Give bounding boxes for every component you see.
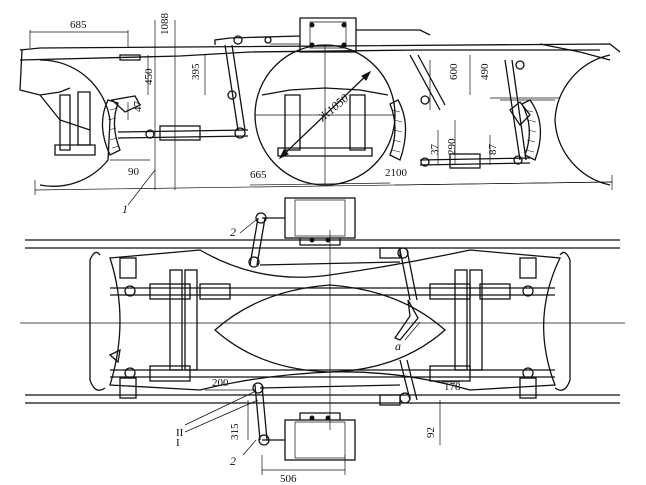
- dim-2100: 2100: [385, 167, 408, 179]
- dim-665: 665: [250, 169, 267, 181]
- dim-600: 600: [448, 63, 460, 80]
- lever-2-top: [248, 212, 267, 268]
- dim-685: 685: [70, 19, 87, 31]
- brake-rod-top-view: [117, 125, 531, 169]
- plan-view: 2 200 178 a II I 315 2 92 506: [20, 197, 625, 485]
- dim-1050: Ж1050: [315, 91, 352, 125]
- wheel-right-partial: [554, 54, 611, 186]
- dim-47: 47: [132, 101, 144, 113]
- brake-shoe-left: [101, 95, 141, 156]
- dim-178: 178: [444, 381, 461, 393]
- callout-a: a: [395, 339, 401, 353]
- dimension-lines-plan: [184, 219, 460, 475]
- dim-290: 290: [446, 138, 458, 155]
- dim-315: 315: [229, 423, 241, 440]
- dim-395: 395: [190, 63, 202, 80]
- wheels: [39, 44, 611, 187]
- levers-plan-right: [394, 247, 419, 404]
- dim-490: 490: [479, 63, 491, 80]
- dim-92: 92: [425, 427, 437, 438]
- lever-2-bottom: [252, 382, 270, 446]
- brake-cylinder-top: [262, 197, 356, 246]
- dim-87: 87: [487, 144, 499, 156]
- brake-cylinder-bottom: [262, 412, 356, 461]
- brake-rods-plan: [110, 261, 555, 389]
- side-elevation-view: 685 1088 450 395 47 90 Ж1050 665 2100 60…: [19, 13, 621, 216]
- dimension-lines-top: [110, 55, 613, 186]
- dim-1088: 1088: [159, 13, 171, 36]
- bolster-center: [214, 284, 446, 373]
- bolster-outline: [109, 249, 561, 391]
- dim-37: 37: [429, 144, 441, 156]
- callout-II: II: [176, 427, 184, 439]
- side-frames-plan: [20, 230, 625, 430]
- dim-90: 90: [128, 166, 140, 178]
- dim-450: 450: [143, 68, 155, 85]
- callout-2-bottom: 2: [230, 454, 236, 468]
- callout-1: 1: [122, 202, 128, 216]
- callout-2-top: 2: [230, 225, 236, 239]
- dim-506: 506: [280, 473, 297, 485]
- hangers-plan: [108, 247, 537, 406]
- axlebox-center: [261, 87, 389, 157]
- axlebox-left: [54, 91, 96, 156]
- brake-shoe-right: [509, 99, 542, 161]
- levers-top-view: [224, 44, 527, 161]
- brake-shoe-center-right: [389, 99, 407, 161]
- wheel-left-partial: [39, 59, 111, 187]
- callout-I: I: [176, 437, 180, 449]
- dim-200: 200: [212, 377, 229, 389]
